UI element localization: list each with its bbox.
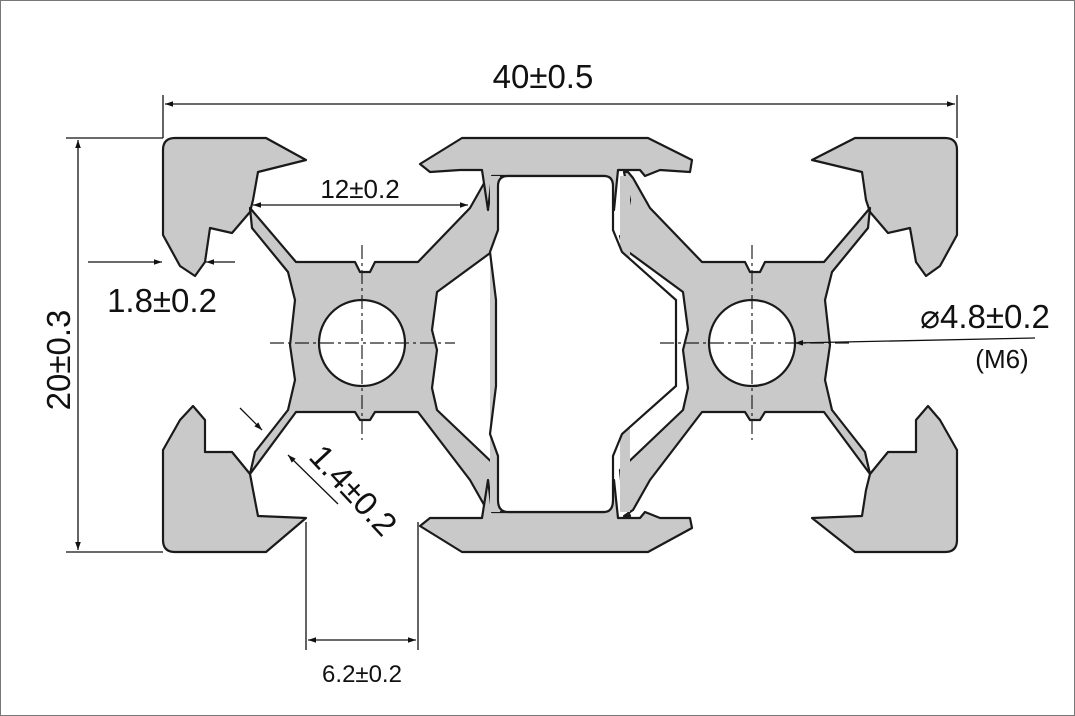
- dim-overall-height: 20±0.3: [40, 310, 77, 411]
- dim-web-thickness: 1.4±0.2: [302, 437, 404, 543]
- dim-overall-width: 40±0.5: [493, 58, 594, 95]
- center-cavity: [488, 174, 678, 514]
- corner-finger-top-left: [161, 136, 308, 278]
- corner-finger-bottom-right: [810, 404, 959, 554]
- dimension-lines: [66, 95, 1036, 650]
- corner-finger-top-right: [810, 136, 959, 278]
- dim-hole-diameter: ⌀4.8±0.2: [920, 298, 1050, 335]
- dim-slot-opening: 6.2±0.2: [322, 661, 402, 688]
- dim-slot-inner-width: 12±0.2: [320, 174, 399, 204]
- dim-lip-thickness: 1.8±0.2: [107, 282, 217, 319]
- thread-note: (M6): [975, 344, 1028, 374]
- corner-finger-bottom-left: [161, 404, 308, 554]
